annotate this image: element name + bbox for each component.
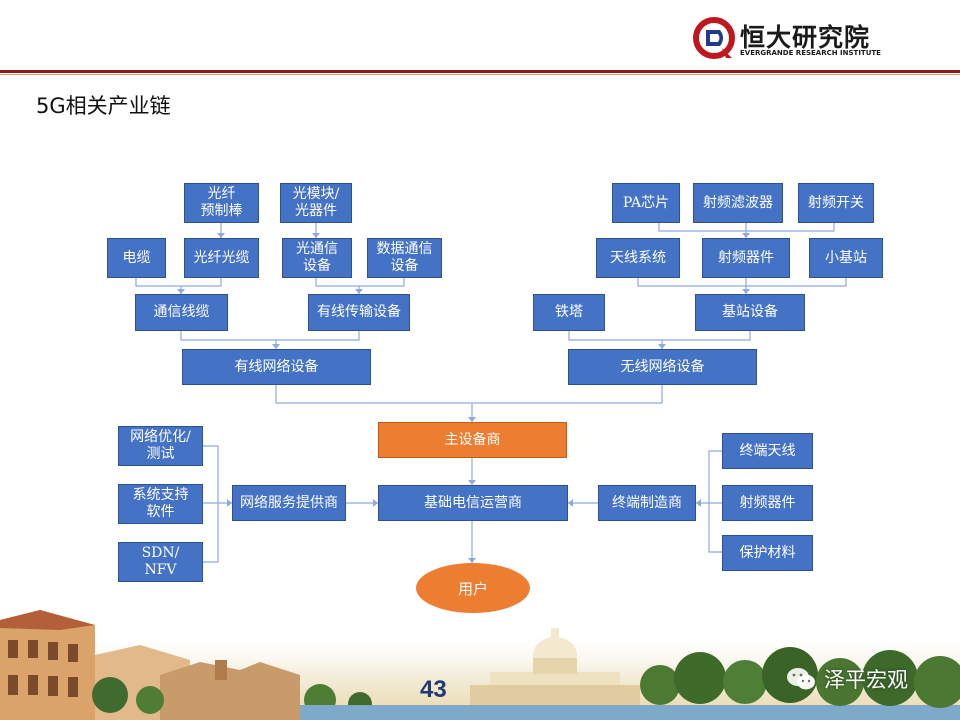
node-sdn-nfv: SDN/ NFV: [118, 542, 203, 582]
node-label: 光纤 预制棒: [200, 186, 243, 219]
logo-english-name: EVERGRANDE RESEARCH INSTITUTE: [740, 49, 881, 57]
node-label: 天线系统: [610, 249, 666, 266]
node-network-optimization: 网络优化/ 测试: [118, 426, 203, 466]
node-label: 有线网络设备: [234, 358, 319, 375]
header-rule: [0, 70, 960, 73]
node-label: 通信线缆: [153, 304, 210, 320]
node-label: 光通信 设备: [296, 241, 338, 274]
node-label: 保护材料: [739, 544, 796, 561]
node-label: 数据通信 设备: [376, 241, 433, 274]
node-label: 射频开关: [808, 194, 864, 211]
node-wired-transmission: 有线传输设备: [308, 294, 410, 331]
node-terminal-antenna: 终端天线: [722, 433, 813, 469]
node-wireless-network-equipment: 无线网络设备: [568, 349, 757, 385]
node-rf-device-top: 射频器件: [702, 238, 790, 278]
node-comm-cable: 通信线缆: [135, 294, 228, 331]
watermark: 泽平宏观: [786, 664, 936, 694]
node-optical-comm-equipment: 光通信 设备: [282, 238, 352, 278]
node-protective-material: 保护材料: [722, 535, 813, 571]
node-terminal-manufacturer: 终端制造商: [598, 485, 696, 521]
node-main-equipment-vendor: 主设备商: [378, 422, 567, 458]
node-rf-device-bottom: 射频器件: [722, 485, 813, 521]
node-wired-network-equipment: 有线网络设备: [182, 349, 371, 385]
node-rf-filter: 射频滤波器: [693, 183, 783, 223]
node-user: 用户: [416, 563, 530, 613]
node-tower: 铁塔: [533, 294, 605, 331]
node-label: 射频滤波器: [703, 194, 773, 211]
node-label: 射频器件: [718, 249, 774, 266]
node-label: 网络优化/ 测试: [130, 429, 191, 462]
node-optical-cable: 光纤光缆: [184, 238, 259, 278]
node-optical-fiber-preform: 光纤 预制棒: [184, 183, 259, 223]
node-label: 无线网络设备: [620, 358, 705, 375]
node-label: 有线传输设备: [317, 304, 401, 320]
node-label: 用户: [457, 579, 488, 598]
node-label: 光模块/ 光器件: [292, 186, 340, 219]
node-label: 小基站: [825, 249, 867, 266]
node-label: 终端天线: [739, 442, 796, 459]
footer-landscape-illustration: [0, 610, 960, 720]
node-small-base-station: 小基站: [809, 238, 883, 278]
page-title: 5G相关产业链: [36, 94, 171, 118]
node-label: 系统支持 软件: [132, 487, 189, 520]
node-label: 网络服务提供商: [240, 494, 338, 511]
evergrande-logo-icon: [693, 17, 735, 59]
node-telecom-operator: 基础电信运营商: [378, 485, 568, 521]
node-cable: 电缆: [107, 238, 166, 278]
node-pa-chip: PA芯片: [612, 183, 680, 223]
evergrande-logo: 恒大研究院 EVERGRANDE RESEARCH INSTITUTE: [692, 16, 892, 64]
node-antenna-system: 天线系统: [596, 238, 680, 278]
node-label: SDN/ NFV: [141, 545, 180, 578]
node-system-support-software: 系统支持 软件: [118, 484, 203, 524]
page-number: 43: [420, 676, 447, 703]
node-label: 终端制造商: [612, 494, 682, 511]
node-rf-switch: 射频开关: [798, 183, 874, 223]
node-optical-module: 光模块/ 光器件: [280, 183, 352, 223]
node-label: 基础电信运营商: [424, 494, 522, 511]
logo-chinese-name: 恒大研究院: [740, 23, 871, 52]
wechat-icon: [787, 668, 815, 690]
node-label: 主设备商: [444, 431, 501, 448]
node-label: PA芯片: [622, 194, 670, 211]
node-base-station-equipment: 基站设备: [695, 294, 805, 331]
node-label: 基站设备: [722, 304, 778, 320]
node-network-service-provider: 网络服务提供商: [232, 485, 346, 521]
header-rule-accent: [0, 74, 960, 75]
node-label: 光纤光缆: [193, 249, 250, 266]
watermark-text: 泽平宏观: [824, 668, 908, 692]
node-label: 电缆: [122, 249, 151, 266]
node-label: 射频器件: [739, 494, 796, 511]
node-label: 铁塔: [555, 304, 583, 320]
node-data-comm-equipment: 数据通信 设备: [367, 238, 442, 278]
